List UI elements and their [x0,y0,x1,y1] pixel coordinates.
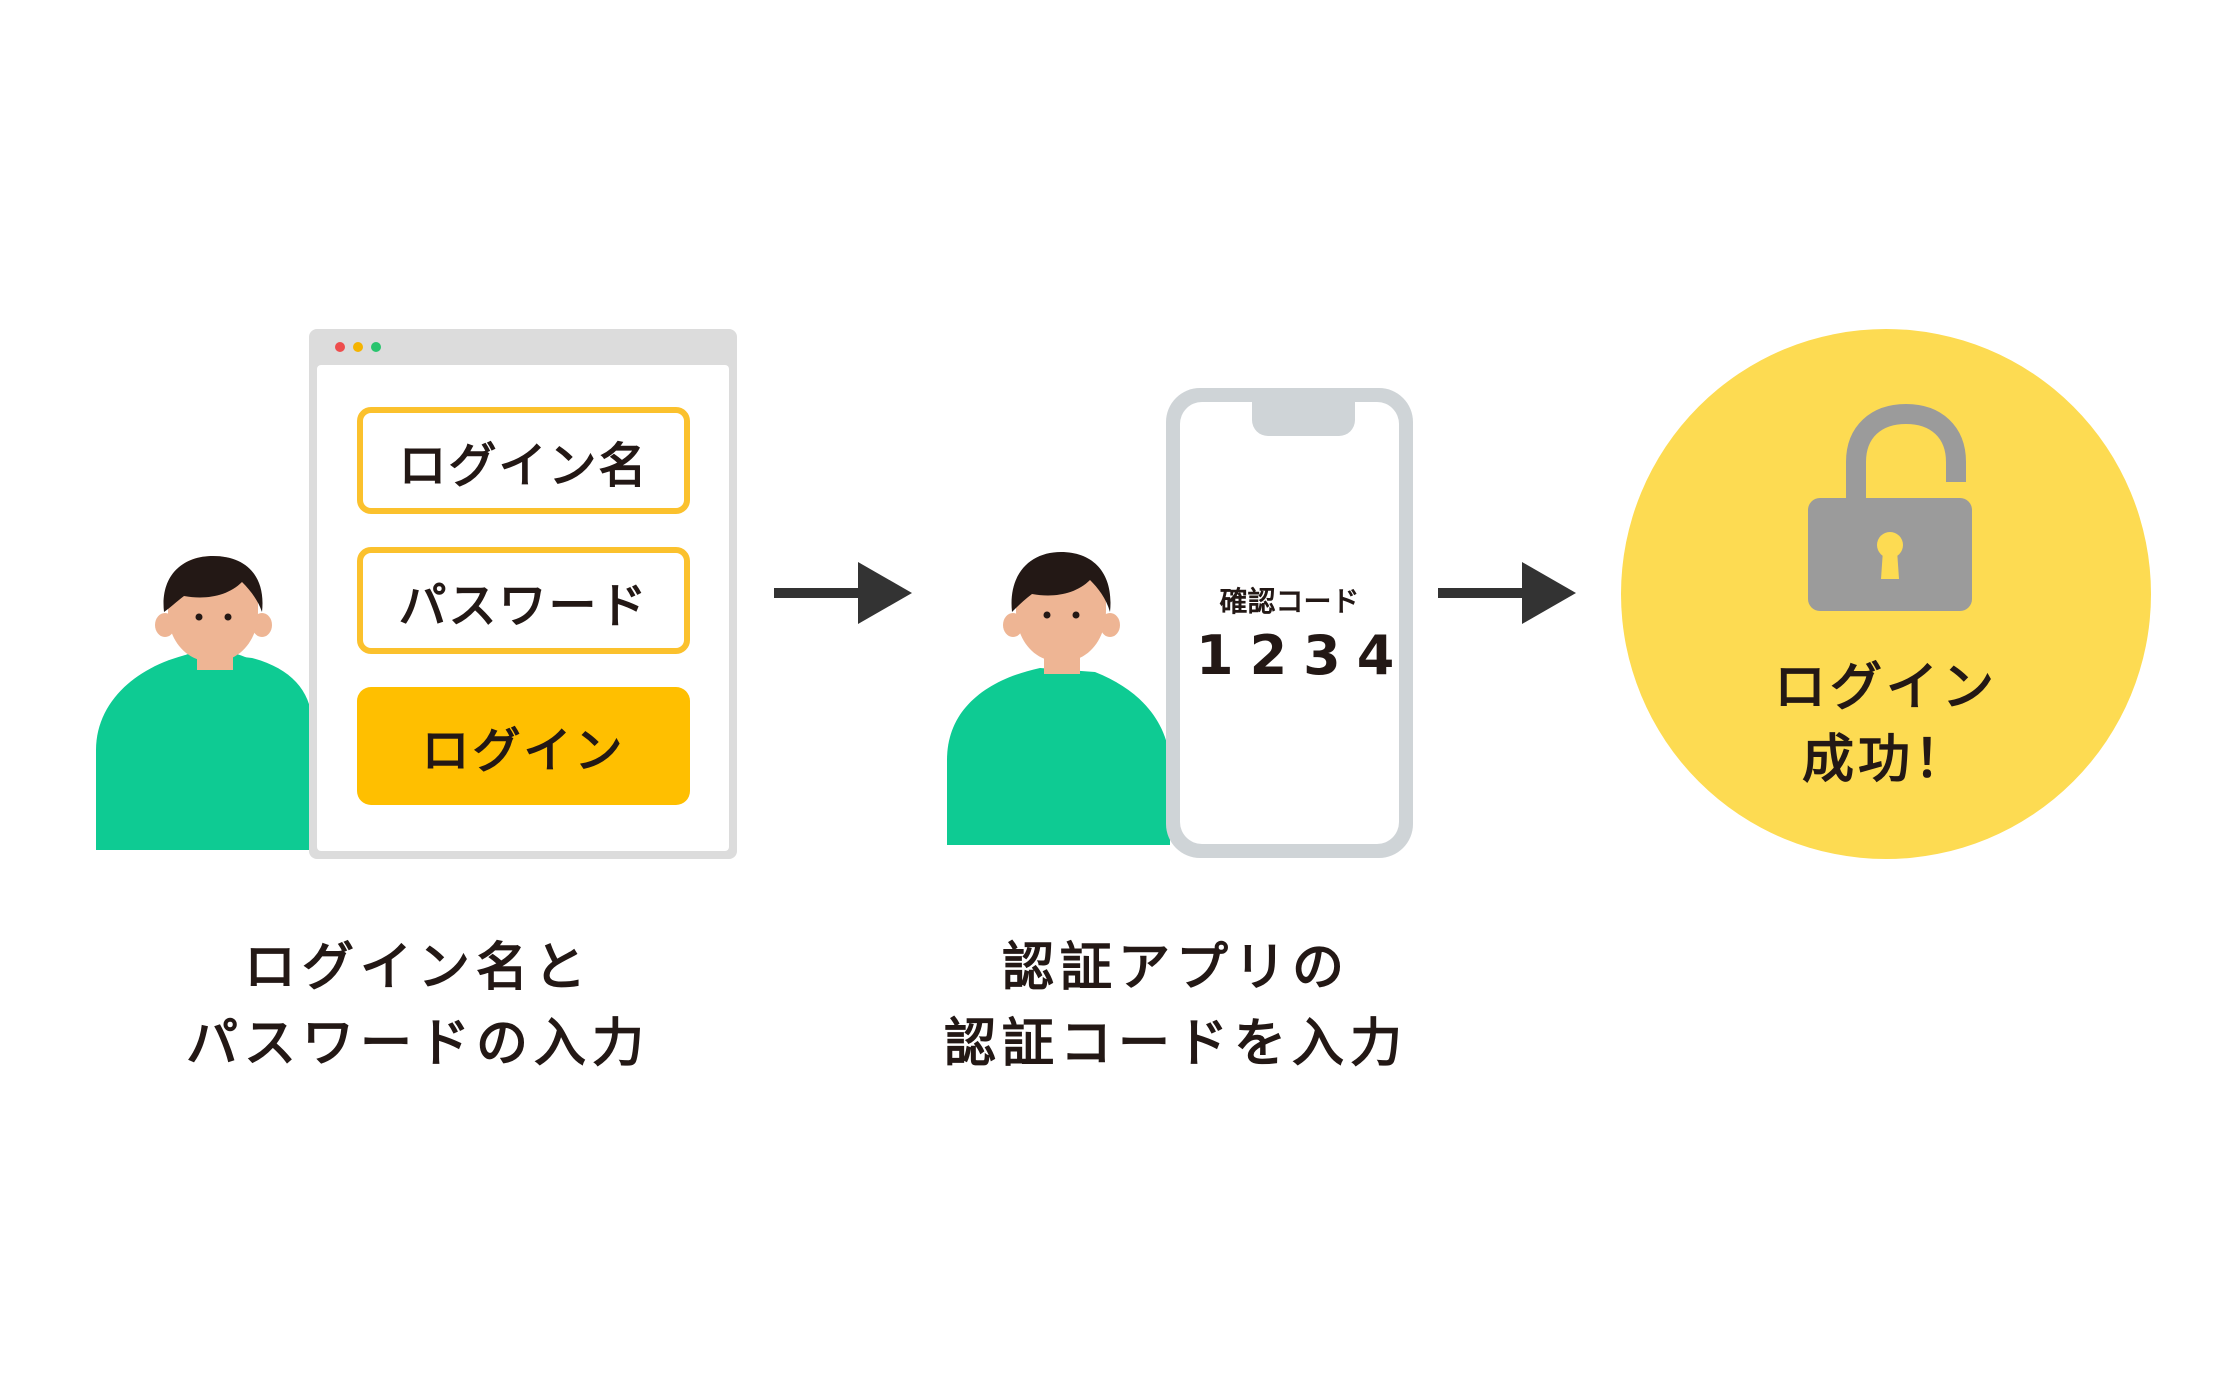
username-label: ログイン名 [398,437,649,494]
step1-caption-line1: ログイン名と [243,938,592,998]
step2-caption: 認証アプリの 認証コードを入力 [866,930,1486,1082]
success-line1: ログイン [1773,658,1998,718]
login-button[interactable]: ログイン [357,687,690,805]
login-button-label: ログイン [421,723,626,779]
smartphone-icon: 確認コード 1234 [1166,388,1413,858]
code-label: 確認コード [1219,585,1360,618]
person1-hair [163,556,263,612]
step2-caption-line2: 認証コードを入力 [943,1014,1408,1074]
code-value: 1234 [1196,624,1411,687]
success-line2: 成功！ [1801,730,1970,790]
window-close-dot [335,342,345,352]
password-field[interactable]: パスワード [357,547,690,654]
phone-notch [1252,402,1355,436]
person2-body [947,668,1170,845]
step2-caption-line1: 認証アプリの [1001,938,1350,998]
phone-screen: 確認コード 1234 [1180,402,1399,844]
step1-caption: ログイン名と パスワードの入力 [108,930,728,1082]
window-maximize-dot [371,342,381,352]
arrow-right-icon-1 [774,562,912,624]
success-message: ログイン 成功！ [1700,652,2072,796]
username-field[interactable]: ログイン名 [357,407,690,514]
person2-hair [1011,552,1111,612]
arrow-right-icon-2 [1438,562,1576,624]
window-minimize-dot [353,342,363,352]
step1-caption-line2: パスワードの入力 [185,1014,650,1074]
password-label: パスワード [398,577,649,634]
person1-body [96,652,312,850]
